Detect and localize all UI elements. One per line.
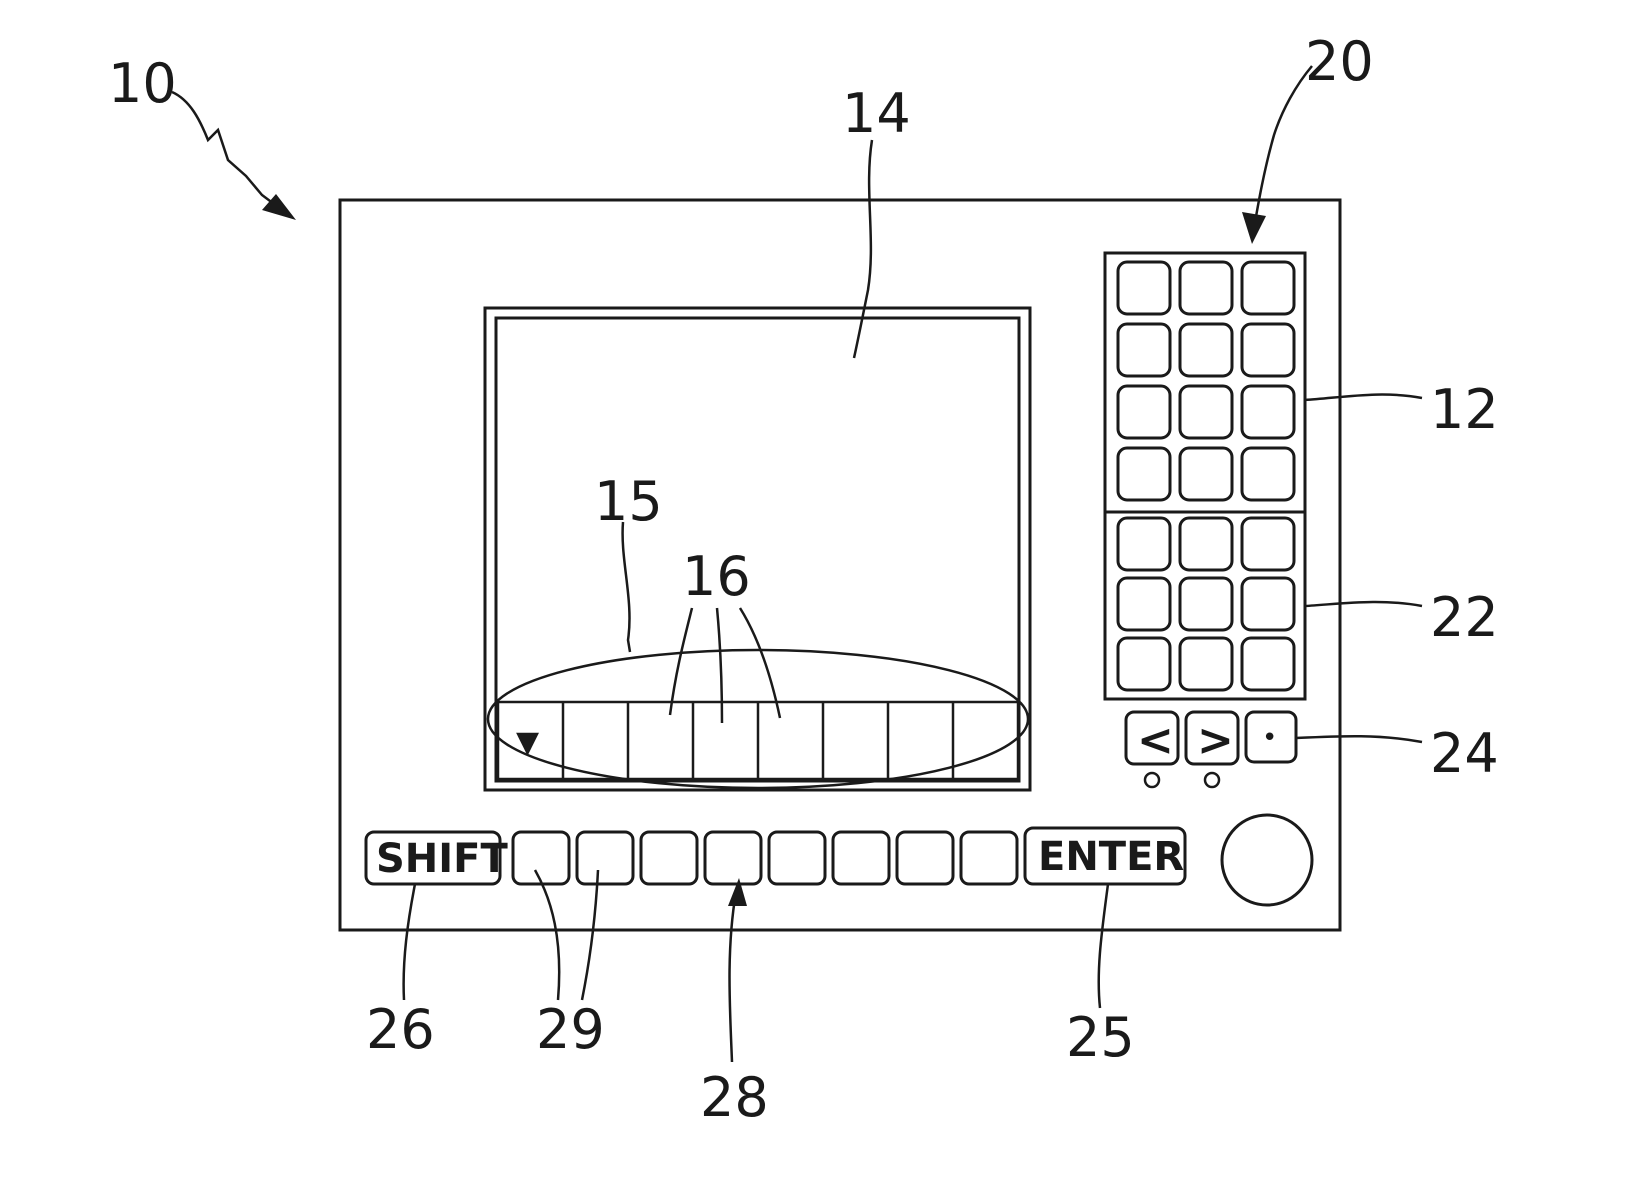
shift-key-label: SHIFT (376, 836, 508, 882)
key[interactable] (1118, 386, 1170, 438)
left-arrow-icon: < (1137, 715, 1174, 766)
function-key[interactable] (769, 832, 825, 884)
softkey-bar: ▼ (498, 702, 1018, 779)
ref-14: 14 (842, 82, 911, 145)
keypad-block-22 (1118, 518, 1294, 690)
key[interactable] (1242, 448, 1294, 500)
function-key[interactable] (513, 832, 569, 884)
rotary-knob[interactable] (1222, 815, 1312, 905)
ref-16: 16 (682, 545, 751, 608)
ref-10: 10 (108, 52, 177, 115)
key[interactable] (1180, 638, 1232, 690)
key[interactable] (1242, 262, 1294, 314)
led-indicator (1205, 773, 1219, 787)
key[interactable] (1242, 324, 1294, 376)
ref-24: 24 (1430, 722, 1499, 785)
key[interactable] (1118, 448, 1170, 500)
right-arrow-icon: > (1197, 715, 1234, 766)
key[interactable] (1180, 578, 1232, 630)
ref-22: 22 (1430, 586, 1499, 649)
keypad-block-12 (1118, 262, 1294, 500)
key[interactable] (1118, 578, 1170, 630)
key[interactable] (1118, 518, 1170, 570)
led-indicator (1145, 773, 1159, 787)
key[interactable] (1180, 448, 1232, 500)
key[interactable] (1242, 578, 1294, 630)
function-key[interactable] (705, 832, 761, 884)
function-key[interactable] (961, 832, 1017, 884)
key[interactable] (1242, 386, 1294, 438)
key[interactable] (1118, 324, 1170, 376)
ref-26: 26 (366, 998, 435, 1061)
nav-keys: < > • (1126, 712, 1296, 787)
ref-28: 28 (700, 1066, 769, 1129)
function-key[interactable] (641, 832, 697, 884)
function-key[interactable] (833, 832, 889, 884)
bottom-key-row: SHIFT ENTER (366, 828, 1185, 884)
key[interactable] (1242, 518, 1294, 570)
ref-20: 20 (1305, 30, 1374, 93)
key[interactable] (1118, 262, 1170, 314)
enter-key-label: ENTER (1038, 834, 1184, 880)
key[interactable] (1242, 638, 1294, 690)
leader-lines (172, 66, 1422, 1062)
key[interactable] (1180, 324, 1232, 376)
ref-15: 15 (594, 470, 663, 533)
key[interactable] (1180, 262, 1232, 314)
dot-icon: • (1262, 723, 1277, 753)
arrowhead (1242, 212, 1266, 244)
key[interactable] (1180, 518, 1232, 570)
ref-25: 25 (1066, 1006, 1135, 1069)
key[interactable] (1118, 638, 1170, 690)
key[interactable] (1180, 386, 1232, 438)
ref-29: 29 (536, 998, 605, 1061)
ref-12: 12 (1430, 378, 1499, 441)
function-key[interactable] (577, 832, 633, 884)
function-key[interactable] (897, 832, 953, 884)
